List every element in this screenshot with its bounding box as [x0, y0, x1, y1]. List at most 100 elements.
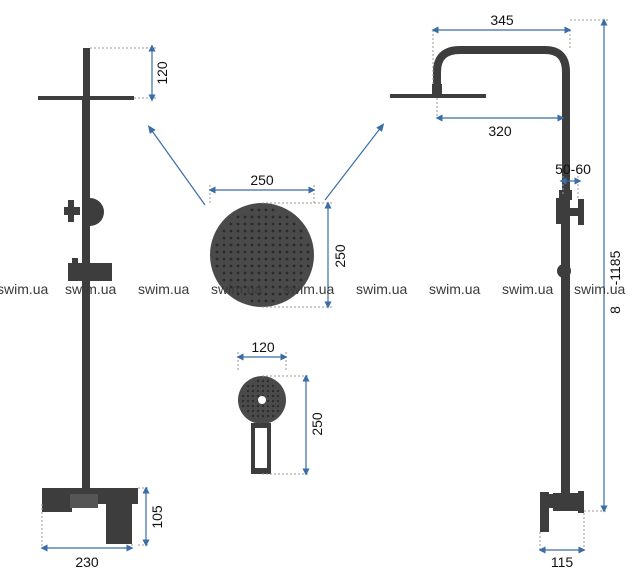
nozzle-dot	[261, 384, 265, 388]
nozzle-dot	[271, 389, 275, 393]
nozzle-dot	[257, 222, 261, 226]
nozzle-dot	[243, 278, 247, 282]
nozzle-dot	[256, 394, 260, 398]
nozzle-dot	[299, 257, 303, 261]
nozzle-dot	[251, 394, 255, 398]
nozzle-dot	[257, 229, 261, 233]
nozzle-dot	[250, 278, 254, 282]
label-overhead-height: 250	[332, 244, 348, 268]
nozzle-dot	[292, 236, 296, 240]
nozzle-dot	[264, 299, 268, 303]
nozzle-dot	[285, 250, 289, 254]
side-mixer-knob	[578, 491, 584, 513]
nozzle-dot	[264, 236, 268, 240]
nozzle-dot	[246, 384, 250, 388]
nozzle-dot	[257, 257, 261, 261]
arrow-to-side-head	[324, 123, 385, 201]
nozzle-dot	[229, 271, 233, 275]
nozzle-dot	[215, 264, 219, 268]
nozzle-dot	[215, 243, 219, 247]
nozzle-dot	[243, 222, 247, 226]
front-dimensions	[41, 47, 156, 548]
nozzle-dot	[271, 404, 275, 408]
nozzle-dot	[271, 414, 275, 418]
nozzle-dot	[278, 222, 282, 226]
nozzle-dot	[285, 292, 289, 296]
nozzle-dot	[276, 389, 280, 393]
nozzle-dot	[264, 243, 268, 247]
side-mixer-body	[553, 493, 579, 511]
nozzle-dot	[306, 250, 310, 254]
watermark-1: swim.ua	[0, 281, 49, 297]
nozzle-dot	[243, 243, 247, 247]
nozzle-dot	[285, 271, 289, 275]
nozzle-dot	[285, 243, 289, 247]
nozzle-dot	[251, 404, 255, 408]
nozzle-dot	[257, 208, 261, 212]
nozzle-dot	[264, 208, 268, 212]
nozzle-dot	[236, 285, 240, 289]
side-gooseneck-arm	[433, 46, 570, 195]
label-left-head-height: 120	[154, 61, 170, 85]
front-shelf	[68, 263, 112, 281]
nozzle-dot	[271, 250, 275, 254]
nozzle-dot	[251, 389, 255, 393]
nozzle-dot	[306, 243, 310, 247]
nozzle-dot	[285, 236, 289, 240]
nozzle-dot	[236, 215, 240, 219]
overhead-shower-disc	[210, 203, 314, 307]
nozzle-dot	[257, 285, 261, 289]
nozzle-dot	[250, 271, 254, 275]
nozzle-dot	[236, 243, 240, 247]
nozzle-dot	[257, 250, 261, 254]
front-slider-half	[90, 198, 104, 226]
front-view	[38, 48, 138, 544]
nozzle-dot	[271, 243, 275, 247]
label-wall-bracket: 50-60	[555, 161, 591, 177]
nozzle-dot	[250, 250, 254, 254]
nozzle-dot	[257, 236, 261, 240]
nozzle-dot	[229, 250, 233, 254]
nozzle-dot	[266, 384, 270, 388]
nozzle-dot	[278, 278, 282, 282]
nozzle-dot	[256, 414, 260, 418]
nozzle-dot	[261, 389, 265, 393]
nozzle-dot	[243, 229, 247, 233]
nozzle-dot	[257, 292, 261, 296]
watermark-8: swim.ua	[502, 281, 554, 297]
nozzle-dot	[278, 271, 282, 275]
nozzle-dot	[271, 271, 275, 275]
watermark-9: swim.ua	[574, 281, 626, 297]
nozzle-dot	[236, 264, 240, 268]
nozzle-dot	[278, 236, 282, 240]
nozzle-dot	[251, 384, 255, 388]
label-hand-width: 120	[251, 339, 275, 355]
nozzle-dot	[246, 389, 250, 393]
nozzle-dot	[292, 250, 296, 254]
nozzle-dot	[292, 271, 296, 275]
nozzle-dot	[236, 236, 240, 240]
nozzle-dot	[236, 257, 240, 261]
label-mixer-height: 105	[149, 505, 165, 529]
nozzle-dot	[251, 399, 255, 403]
nozzle-dot	[257, 271, 261, 275]
watermark-2: swim.ua	[65, 281, 117, 297]
nozzle-dot	[243, 264, 247, 268]
watermark-5: swim.ua	[283, 281, 335, 297]
nozzle-dot	[264, 278, 268, 282]
nozzle-dot	[257, 299, 261, 303]
nozzle-dot	[271, 264, 275, 268]
nozzle-dot	[246, 399, 250, 403]
nozzle-dot	[299, 250, 303, 254]
nozzle-dot	[246, 394, 250, 398]
nozzle-dot	[264, 215, 268, 219]
nozzle-dot	[250, 215, 254, 219]
side-diverter	[556, 198, 568, 224]
label-bottom-depth: 115	[551, 554, 574, 570]
nozzle-dot	[271, 292, 275, 296]
nozzle-dot	[299, 229, 303, 233]
nozzle-dot	[264, 285, 268, 289]
overhead-nozzles	[215, 208, 310, 303]
nozzle-dot	[250, 285, 254, 289]
nozzle-dot	[261, 409, 265, 413]
